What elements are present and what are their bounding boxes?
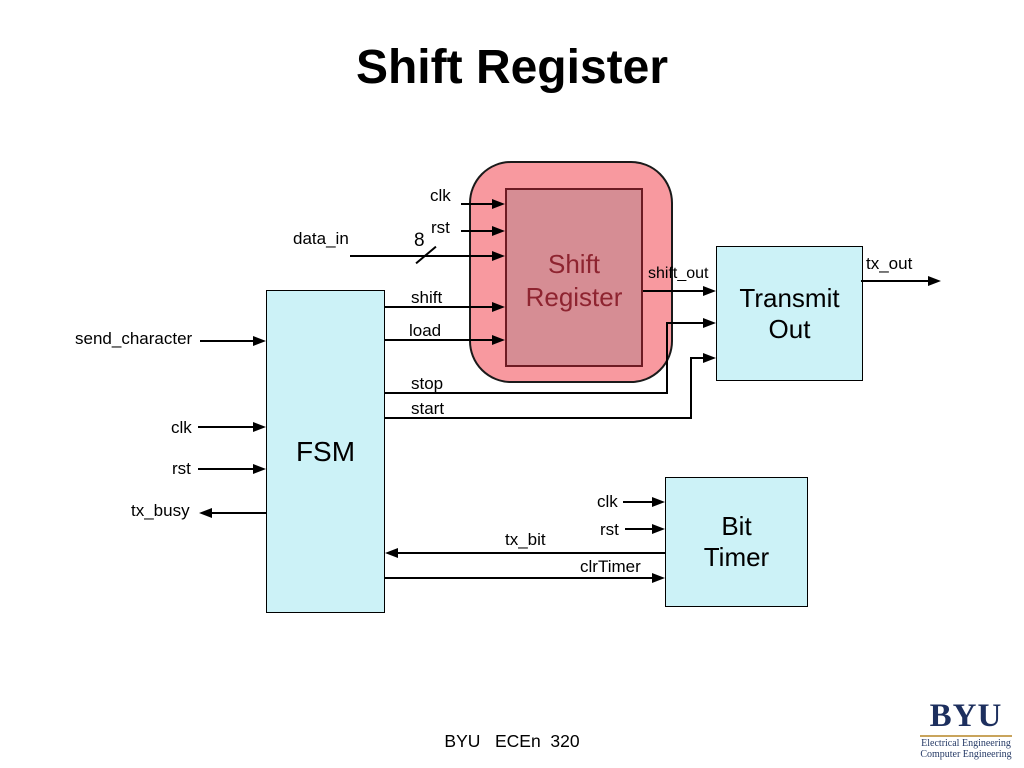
arrowhead-tx-bit	[385, 548, 398, 558]
bit-timer-label-line2: Timer	[703, 542, 770, 572]
label-shift: shift	[411, 288, 443, 307]
bit-timer-block: Bit Timer	[665, 477, 808, 607]
transmit-out-label-line1: Transmit	[739, 282, 840, 313]
wire-fsm-rst	[198, 468, 254, 470]
fsm-label: FSM	[295, 436, 356, 467]
label-send-character: send_character	[75, 329, 193, 348]
bit-timer-label-line1: Bit	[721, 511, 752, 541]
wire-stop-into-transmit	[666, 322, 704, 324]
byu-logo-wordmark: BYU	[929, 698, 1003, 734]
wire-send-character	[200, 340, 254, 342]
wire-tx-busy	[212, 512, 266, 514]
wire-tx-out	[861, 280, 928, 282]
wire-bt-clk	[623, 501, 652, 503]
arrowhead-fsm-rst	[253, 464, 266, 474]
shift-register-label-line1: Shift	[547, 249, 601, 279]
byu-logo: BYU Electrical Engineering Computer Engi…	[920, 700, 1012, 760]
arrowhead-clr-timer	[652, 573, 665, 583]
label-tx-out: tx_out	[866, 254, 913, 273]
wire-stop-horizontal	[385, 392, 668, 394]
arrowhead-start	[703, 353, 716, 363]
footer-text: BYU ECEn 320	[444, 731, 580, 751]
arrowhead-fsm-clk	[253, 422, 266, 432]
label-fsm-rst: rst	[172, 459, 191, 478]
transmit-out-label-line2: Out	[768, 313, 811, 344]
label-bt-clk: clk	[597, 492, 618, 511]
arrowhead-bt-clk	[652, 497, 665, 507]
shift-register-inner-block: Shift Register	[505, 188, 643, 367]
byu-logo-gold-bar	[920, 735, 1012, 737]
wire-sr-clk	[461, 203, 494, 205]
arrowhead-tx-out	[928, 276, 941, 286]
arrowhead-stop	[703, 318, 716, 328]
wire-start-into-transmit	[690, 357, 704, 359]
arrowhead-sr-clk	[492, 199, 505, 209]
label-stop: stop	[411, 374, 444, 393]
arrowhead-shift-out	[703, 286, 716, 296]
label-shift-out: shift_out	[648, 265, 709, 282]
arrowhead-send-character	[253, 336, 266, 346]
label-fsm-clk: clk	[171, 418, 192, 437]
label-load: load	[409, 321, 442, 340]
wire-start-horizontal	[385, 417, 692, 419]
wire-start-vertical	[690, 357, 692, 418]
arrowhead-sr-rst	[492, 226, 505, 236]
label-data-in: data_in	[293, 229, 349, 248]
label-start: start	[411, 399, 445, 418]
wire-shift-out	[643, 290, 704, 292]
wire-bt-rst	[625, 528, 652, 530]
wire-sr-rst	[461, 230, 494, 232]
fsm-block: FSM	[266, 290, 385, 613]
label-tx-busy: tx_busy	[131, 501, 190, 520]
arrowhead-tx-busy	[199, 508, 212, 518]
page-title: Shift Register	[355, 41, 669, 94]
byu-logo-subtitle-2: Computer Engineering	[920, 748, 1012, 760]
wire-clr-timer	[385, 577, 652, 579]
wire-load	[385, 339, 494, 341]
arrowhead-shift	[492, 302, 505, 312]
wire-fsm-clk	[198, 426, 254, 428]
label-sr-rst: rst	[431, 218, 450, 237]
transmit-out-block: Transmit Out	[716, 246, 863, 381]
byu-logo-subtitle-1: Electrical Engineering	[921, 738, 1011, 749]
label-sr-clk: clk	[430, 186, 451, 205]
label-bus-width: 8	[414, 230, 425, 251]
label-bt-rst: rst	[600, 520, 619, 539]
label-tx-bit: tx_bit	[505, 530, 546, 549]
arrowhead-bt-rst	[652, 524, 665, 534]
arrowhead-load	[492, 335, 505, 345]
label-clr-timer: clrTimer	[580, 557, 641, 576]
wire-tx-bit	[398, 552, 665, 554]
shift-register-label-line2: Register	[525, 282, 623, 312]
arrowhead-data-in	[492, 251, 505, 261]
wire-stop-vertical	[666, 322, 668, 393]
wire-shift	[385, 306, 494, 308]
